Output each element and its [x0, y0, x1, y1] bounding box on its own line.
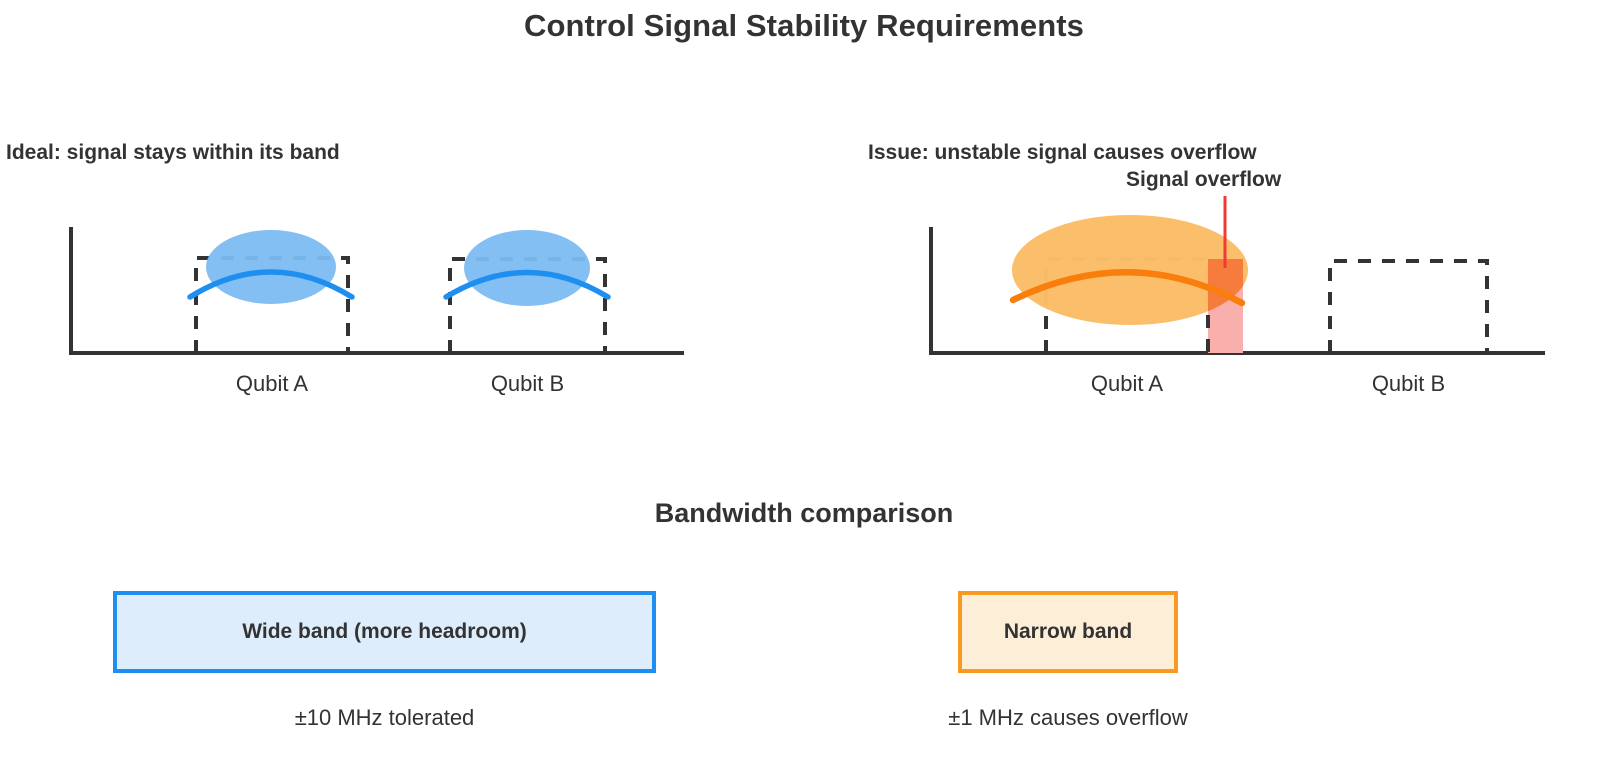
ideal-axis [69, 227, 684, 355]
ideal-signal-spread-b [464, 230, 590, 306]
issue-qubit-b-label: Qubit B [1371, 371, 1446, 396]
ideal-qubit-b-label: Qubit B [490, 371, 565, 396]
panels-graphics [69, 196, 1545, 355]
narrow-band-caption: ±1 MHz causes overflow [948, 705, 1188, 730]
wide-band-label: Wide band (more headroom) [242, 620, 527, 643]
ideal-signal-curve-b [443, 269, 611, 300]
narrow-band-box[interactable]: Narrow band [958, 591, 1178, 673]
issue-qubit-a-label: Qubit A [1090, 371, 1164, 396]
ideal-signal-spread-a [206, 230, 336, 304]
bandwidth-comparison-title: Bandwidth comparison [654, 498, 954, 528]
issue-band-qubit-b [1328, 259, 1489, 353]
ideal-signal-curve-a [187, 269, 355, 300]
issue-signal-overflow-overlap [1208, 259, 1243, 312]
page-title: Control Signal Stability Requirements [523, 8, 1085, 43]
ideal-panel-heading: Ideal: signal stays within its band [6, 141, 340, 164]
issue-panel-heading: Issue: unstable signal causes overflow [868, 141, 1257, 164]
wide-band-box[interactable]: Wide band (more headroom) [113, 591, 656, 673]
narrow-band-label: Narrow band [1003, 620, 1133, 643]
issue-signal-curve-a [1009, 269, 1246, 307]
ideal-qubit-a-label: Qubit A [235, 371, 309, 396]
wide-band-caption: ±10 MHz tolerated [294, 705, 475, 730]
signal-overflow-callout-label: Signal overflow [1126, 168, 1282, 191]
